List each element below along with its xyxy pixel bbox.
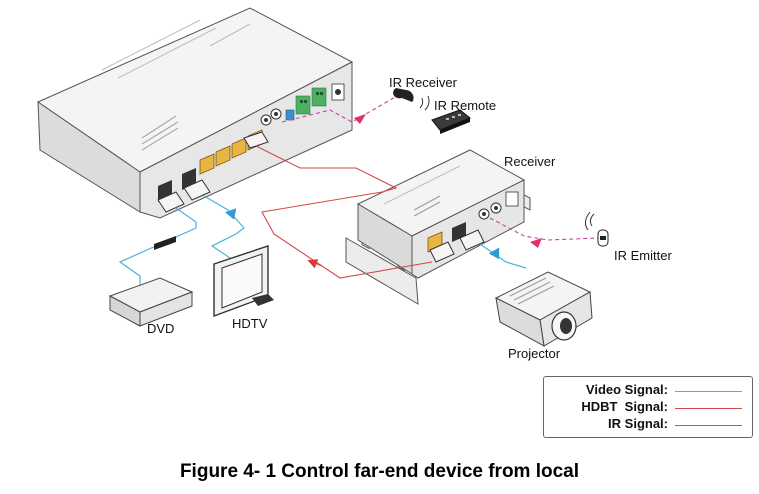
ir-cable-receiver [281, 91, 405, 123]
legend-label-hdbt: HDBT Signal: [581, 399, 668, 414]
hdtv-label: HDTV [232, 316, 268, 331]
video-arrow-2 [488, 247, 500, 260]
legend-swatch-video [675, 391, 742, 392]
video-arrow-1 [224, 208, 237, 220]
receiver-device [345, 149, 531, 305]
receiver-ir-jacks [478, 202, 502, 220]
legend-label-video: Video Signal: [585, 382, 668, 397]
receiver-power-jack [505, 191, 519, 207]
hdtv-device [213, 245, 274, 318]
transmitter-blue-port [285, 109, 295, 121]
ir-arrow-2 [530, 238, 542, 248]
receiver-plugs [429, 229, 485, 263]
ir-receiver-device [393, 88, 414, 102]
transmitter-power-jack [331, 83, 345, 101]
ir-emitter-label: IR Emitter [614, 248, 672, 263]
transmitter-terminal-blocks [295, 87, 327, 115]
video-cable-projector [479, 243, 527, 269]
transmitter-hdmi-plugs [157, 131, 269, 213]
projector-label: Projector [508, 346, 561, 361]
legend-swatch-hdbt [675, 408, 742, 409]
legend-item-video: Video Signal: [544, 382, 752, 400]
dvd-device [108, 235, 194, 327]
legend-swatch-ir [675, 425, 742, 426]
ir-receiver-label: IR Receiver [389, 75, 457, 90]
video-cable-hdtv [203, 195, 245, 263]
signal-legend: Video Signal: HDBT Signal: IR Signal: [543, 376, 753, 438]
ir-remote-device [419, 95, 471, 134]
ir-cable-emitter [489, 217, 599, 241]
legend-label-ir: IR Signal: [608, 416, 668, 431]
legend-item-hdbt: HDBT Signal: [544, 399, 752, 417]
legend-item-ir: IR Signal: [544, 416, 752, 434]
projector-device [494, 271, 593, 347]
ir-remote-label: IR Remote [434, 98, 497, 113]
ir-arrow-1 [354, 114, 366, 124]
transmitter-ir-jacks [260, 108, 282, 126]
receiver-label: Receiver [504, 154, 556, 169]
ir-emitter-device [584, 211, 609, 247]
dvd-label: DVD [147, 321, 175, 336]
hdbt-cable [255, 145, 433, 279]
figure-caption: Figure 4- 1 Control far-end device from … [179, 461, 580, 482]
